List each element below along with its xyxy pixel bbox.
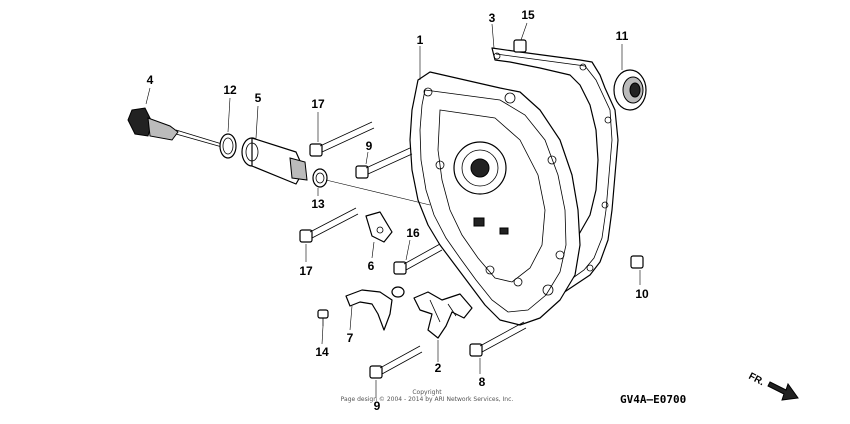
part-5-filler-pipe: [241, 105, 308, 185]
callout-17-upper: 17: [311, 97, 325, 111]
part-8-bolt: [469, 321, 527, 374]
callout-15: 15: [521, 8, 535, 22]
part-17-bolt-upper: [309, 112, 375, 157]
part-7-clamp: [345, 286, 405, 331]
callout-9-upper: 9: [366, 139, 373, 153]
part-9-bolt-lower: [369, 345, 423, 398]
part-13-o-ring: [312, 168, 431, 206]
callout-7: 7: [347, 331, 354, 345]
leader-3: [491, 23, 495, 49]
callout-3: 3: [489, 11, 496, 25]
part-10-dowel-pin: [630, 255, 644, 285]
callout-6: 6: [368, 259, 375, 273]
fr-label: FR.: [747, 371, 767, 388]
part-6-bracket: [365, 211, 393, 259]
part-2-plate: [413, 291, 473, 362]
callout-1: 1: [417, 33, 424, 47]
callout-9-lower: 9: [374, 399, 381, 413]
callout-14: 14: [315, 345, 329, 359]
part-17-bolt-lower: [299, 207, 359, 262]
part-4-oil-dipstick: [127, 87, 223, 148]
callout-2: 2: [435, 361, 442, 375]
diagram-code: GV4A—E0700: [620, 393, 686, 406]
part-12-o-ring: [219, 97, 237, 159]
copyright-line-2: Page design © 2004 - 2014 by ARI Network…: [341, 396, 514, 403]
front-direction-indicator: FR.: [747, 371, 799, 401]
part-9-bolt-upper: [355, 147, 413, 179]
part-11-bearing: [613, 44, 647, 111]
part-14-screw: [317, 309, 329, 345]
part-1-case-cover: [409, 71, 581, 326]
callout-16: 16: [406, 226, 420, 240]
callout-5: 5: [255, 91, 262, 105]
callout-8: 8: [479, 375, 486, 389]
copyright-line-1: Copyright: [412, 389, 442, 396]
callout-12: 12: [223, 83, 237, 97]
callout-13: 13: [311, 197, 325, 211]
callout-10: 10: [635, 287, 649, 301]
part-15-dowel-pin: [513, 22, 528, 53]
fr-arrow-icon: [767, 381, 799, 401]
callout-17-lower: 17: [299, 264, 313, 278]
callout-4: 4: [147, 73, 154, 87]
part-16-bolt: [393, 239, 443, 275]
callout-11: 11: [616, 29, 629, 43]
